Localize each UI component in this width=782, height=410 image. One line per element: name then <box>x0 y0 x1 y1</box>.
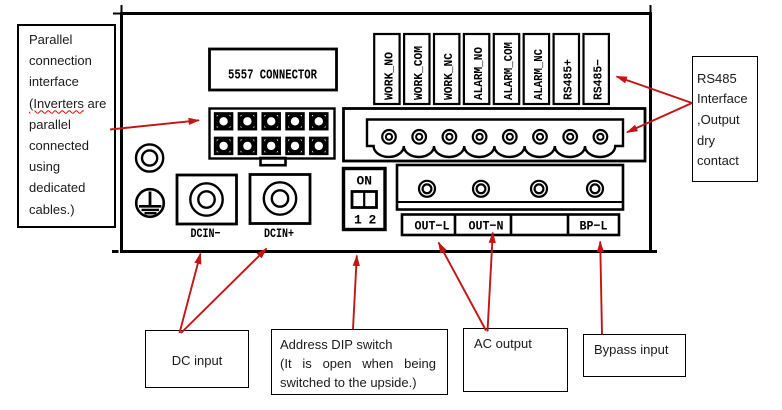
svg-text:ALARM_NO: ALARM_NO <box>472 47 486 100</box>
svg-text:DCIN+: DCIN+ <box>264 226 294 241</box>
svg-text:2: 2 <box>369 213 377 228</box>
svg-text:RS485−: RS485− <box>592 59 606 100</box>
svg-text:ON: ON <box>357 175 373 189</box>
svg-text:DCIN−: DCIN− <box>191 226 221 241</box>
svg-text:ALARM_NC: ALARM_NC <box>532 49 546 100</box>
svg-text:OUT−L: OUT−L <box>415 219 450 234</box>
svg-text:5557 CONNECTOR: 5557 CONNECTOR <box>228 69 318 84</box>
svg-text:OUT−N: OUT−N <box>469 219 504 234</box>
svg-text:WORK_COM: WORK_COM <box>412 46 426 100</box>
svg-text:BP−L: BP−L <box>580 219 608 234</box>
svg-text:ALARM_COM: ALARM_COM <box>502 42 516 100</box>
svg-text:1: 1 <box>354 213 362 228</box>
svg-text:WORK_NO: WORK_NO <box>382 52 396 100</box>
svg-text:RS485+: RS485+ <box>562 59 576 100</box>
svg-text:WORK_NC: WORK_NC <box>442 53 456 100</box>
